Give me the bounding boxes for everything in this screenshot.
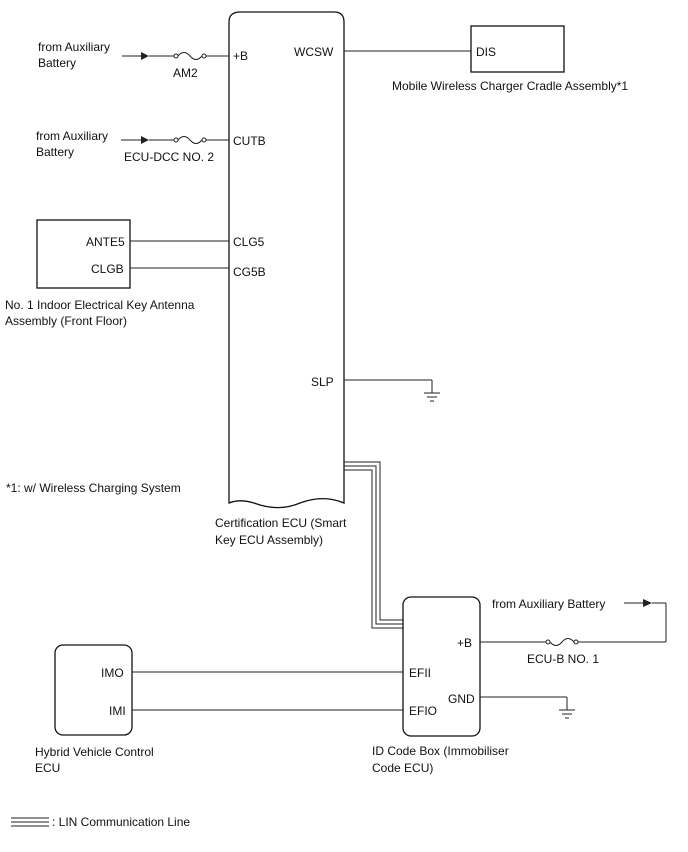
legend: : LIN Communication Line <box>11 815 190 829</box>
id-code-box: +B GND EFII EFIO ID Code Box (Immobilise… <box>372 596 509 775</box>
antenna-box <box>36 219 131 289</box>
legend-label: : LIN Communication Line <box>52 815 190 829</box>
pin-wcsw-label: WCSW <box>294 45 334 59</box>
supply-1-arrow-icon <box>141 52 149 60</box>
lin-communication-line <box>344 461 403 629</box>
id-code-box-body <box>402 596 481 737</box>
antenna-label-line2: Assembly (Front Floor) <box>5 314 127 328</box>
supply-2-arrow-icon <box>141 136 149 144</box>
pin-dis-label: DIS <box>476 45 496 59</box>
antenna-assembly: ANTE5 CLGB CLG5 CG5B No. 1 Indoor Electr… <box>5 219 266 328</box>
fuse-ecu-dcc-label: ECU-DCC NO. 2 <box>124 150 214 164</box>
id-code-box-label-line1: ID Code Box (Immobiliser <box>372 744 509 758</box>
supply-3-label: from Auxiliary Battery <box>492 597 605 611</box>
pin-efii-label: EFII <box>409 666 431 680</box>
antenna-label-line1: No. 1 Indoor Electrical Key Antenna <box>5 298 195 312</box>
pin-efio-label: EFIO <box>409 704 437 718</box>
pin-cutb-label: CUTB <box>233 134 266 148</box>
supply-3-arrow-icon <box>643 599 652 607</box>
certification-ecu-label-line2: Key ECU Assembly) <box>215 533 323 547</box>
supply-2-label-line2: Battery <box>36 145 74 159</box>
supply-1-label-line1: from Auxiliary <box>38 40 110 54</box>
id-code-box-label-line2: Code ECU) <box>372 761 433 775</box>
charger-box <box>470 25 565 73</box>
pin-cg5b-label: CG5B <box>233 265 266 279</box>
pin-clg5-label: CLG5 <box>233 235 265 249</box>
hybrid-vehicle-ecu: IMO IMI Hybrid Vehicle Control ECU <box>35 644 403 775</box>
pin-slp-label: SLP <box>311 375 334 389</box>
fuse-am2-icon <box>177 52 203 60</box>
certification-ecu-label-line1: Certification ECU (Smart <box>215 516 347 530</box>
pin-imi-label: IMI <box>109 704 126 718</box>
fuse-am2-label: AM2 <box>173 66 198 80</box>
ground-icon <box>424 392 440 402</box>
supply-ecu-b-circuit: from Auxiliary Battery ECU-B NO. 1 <box>480 597 667 666</box>
certification-ecu-box <box>228 11 345 509</box>
charger-label: Mobile Wireless Charger Cradle Assembly*… <box>392 79 628 93</box>
pin-ante5-label: ANTE5 <box>86 235 125 249</box>
supply-ecu-dcc-circuit: from Auxiliary Battery ECU-DCC NO. 2 CUT… <box>36 129 266 164</box>
hybrid-ecu-label-line1: Hybrid Vehicle Control <box>35 745 154 759</box>
slp-ground-circuit: SLP <box>311 375 440 402</box>
pin-plus-b-label: +B <box>233 49 248 63</box>
wireless-charger-circuit: WCSW DIS Mobile Wireless Charger Cradle … <box>294 25 628 93</box>
fuse-ecu-b-icon <box>549 638 575 646</box>
ground-icon-2 <box>559 709 575 719</box>
fuse-ecu-b-label: ECU-B NO. 1 <box>527 652 599 666</box>
pin-id-plus-b-label: +B <box>457 636 472 650</box>
pin-imo-label: IMO <box>101 666 124 680</box>
supply-2-label-line1: from Auxiliary <box>36 129 108 143</box>
hybrid-ecu-label-line2: ECU <box>35 761 60 775</box>
footnote: *1: w/ Wireless Charging System <box>6 481 181 495</box>
hybrid-vehicle-ecu-box <box>54 644 133 736</box>
fuse-ecu-dcc-icon <box>177 136 203 144</box>
pin-gnd-label: GND <box>448 692 475 706</box>
supply-am2-circuit: from Auxiliary Battery AM2 +B <box>38 40 248 80</box>
pin-clgb-label: CLGB <box>91 262 124 276</box>
supply-1-label-line2: Battery <box>38 56 76 70</box>
id-box-ground-circuit <box>480 696 575 719</box>
